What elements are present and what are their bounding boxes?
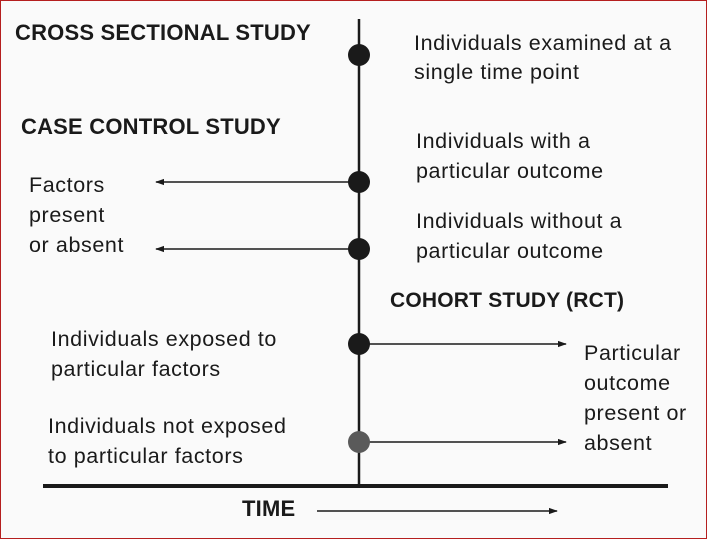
cohort-not-exposed-line-2: to particular factors <box>48 444 244 468</box>
cross-sectional-heading: CROSS SECTIONAL STUDY <box>15 20 311 45</box>
time-label: TIME <box>242 496 296 521</box>
cohort-outcome-line-4: absent <box>584 431 653 455</box>
node-exposed <box>348 333 370 355</box>
node-without-outcome <box>348 238 370 260</box>
node-with-outcome <box>348 171 370 193</box>
case-control-heading: CASE CONTROL STUDY <box>21 114 281 139</box>
cohort-exposed-line-1: Individuals exposed to <box>51 327 277 351</box>
cohort-outcome-line-1: Particular <box>584 341 681 365</box>
case-control-factors-line-2: present <box>29 203 105 227</box>
cross-sectional-description-line-1: Individuals examined at a <box>414 31 672 55</box>
case-control-with-outcome-line-1: Individuals with a <box>416 129 591 153</box>
case-control-with-outcome-line-2: particular outcome <box>416 159 604 183</box>
cohort-outcome-line-3: present or <box>584 401 687 425</box>
case-control-factors-line-3: or absent <box>29 233 125 257</box>
cohort-heading: COHORT STUDY (RCT) <box>390 289 625 312</box>
cohort-not-exposed-line-1: Individuals not exposed <box>48 414 287 438</box>
cohort-outcome-line-2: outcome <box>584 371 671 395</box>
cross-sectional-description-line-2: single time point <box>414 60 580 84</box>
cohort-exposed-line-2: particular factors <box>51 357 221 381</box>
node-cross-sectional <box>348 44 370 66</box>
case-control-factors-line-1: Factors <box>29 173 105 197</box>
case-control-without-outcome-line-1: Individuals without a <box>416 209 623 233</box>
case-control-without-outcome-line-2: particular outcome <box>416 239 604 263</box>
node-not-exposed <box>348 431 370 453</box>
